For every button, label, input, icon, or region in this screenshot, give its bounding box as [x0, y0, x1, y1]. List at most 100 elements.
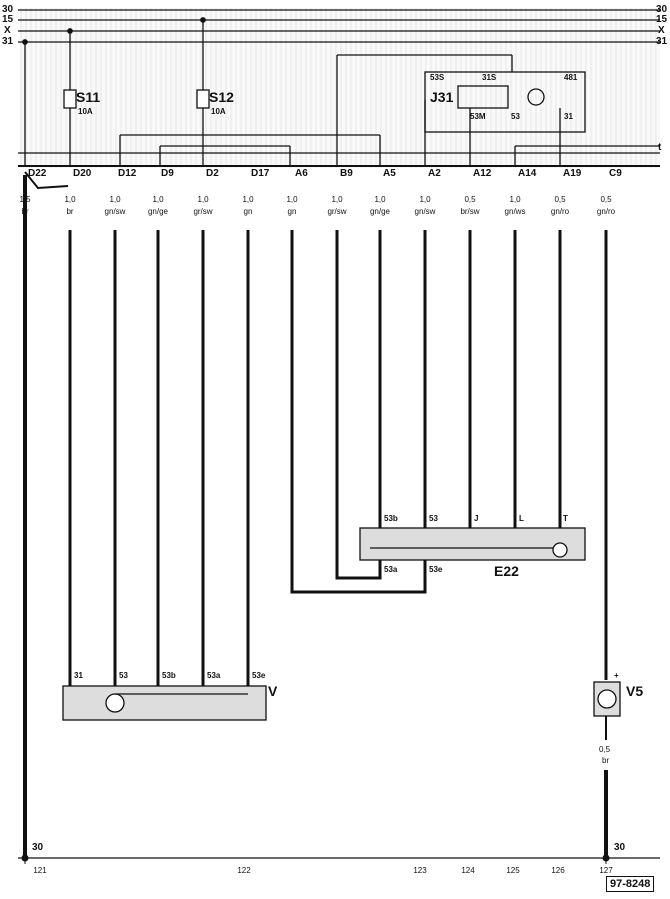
pump-v5-wire-color: br — [602, 756, 610, 765]
relay-j31-label: J31 — [430, 89, 454, 105]
connector-pin-a19: A19 — [563, 168, 582, 179]
bus-label-15-left: 15 — [2, 14, 14, 25]
connector-pin-c9: C9 — [609, 168, 622, 179]
column-number: 122 — [237, 866, 251, 875]
pump-v5-label: V5 — [626, 683, 644, 699]
wire-color-a2: gn/sw — [414, 207, 436, 216]
connector-pin-a5: A5 — [383, 168, 396, 179]
relay-terminal-31: 31 — [564, 112, 573, 121]
bus-label-x-left: X — [4, 25, 11, 36]
wire-size-c9: 0,5 — [600, 195, 612, 204]
e22-terminal-53e: 53e — [429, 565, 443, 574]
e22-terminal-l: L — [519, 514, 524, 523]
column-number: 121 — [33, 866, 47, 875]
wire-size-a5: 1,0 — [374, 195, 386, 204]
ground-label-left: 30 — [32, 842, 44, 853]
wire-size-d2: 1,0 — [197, 195, 209, 204]
bus-label-31-left: 31 — [2, 36, 14, 47]
e22-terminal-t: T — [563, 514, 568, 523]
motor-v-symbol — [105, 693, 125, 713]
fuse-s11-rating: 10A — [78, 107, 93, 116]
wire-size-d20: 1,0 — [64, 195, 76, 204]
wire-color-d20: br — [66, 207, 74, 216]
relay-terminal-53m: 53M — [470, 112, 486, 121]
wire-color-a6: gn — [287, 207, 297, 216]
wire-a6 — [290, 230, 427, 594]
column-number: 125 — [506, 866, 520, 875]
motor-v-terminal-53: 53 — [119, 671, 128, 680]
wire-color-a19: gn/ro — [550, 207, 570, 216]
connector-pin-a14: A14 — [518, 168, 537, 179]
wire-size-a19: 0,5 — [554, 195, 566, 204]
fuse-s11-label: S11 — [76, 89, 101, 105]
e22-terminal-j: J — [474, 514, 479, 523]
connector-pin-a12: A12 — [473, 168, 492, 179]
bus-label-30-right: 30 — [656, 4, 668, 15]
wire-size-a12: 0,5 — [464, 195, 476, 204]
relay-terminal-31s: 31S — [482, 73, 497, 82]
wire-color-d17: gn — [243, 207, 253, 216]
motor-v-box — [62, 685, 267, 721]
wire-size-a6: 1,0 — [286, 195, 298, 204]
connector-pin-d2: D2 — [206, 168, 219, 179]
e22-terminal-53a: 53a — [384, 565, 398, 574]
switch-e22-label: E22 — [494, 563, 519, 579]
switch-e22-box — [359, 527, 586, 561]
column-number: 126 — [551, 866, 565, 875]
relay-j31-k-symbol — [527, 88, 545, 106]
motor-v-terminal-53b: 53b — [162, 671, 176, 680]
wire-size-a14: 1,0 — [509, 195, 521, 204]
fuse-s12-rating: 10A — [211, 107, 226, 116]
connector-pin-d17: D17 — [251, 168, 270, 179]
wire-color-d9: gn/ge — [147, 207, 169, 216]
wire-b9 — [335, 230, 382, 580]
connector-pin-d12: D12 — [118, 168, 137, 179]
column-number: 123 — [413, 866, 427, 875]
wire-size-d17: 1,0 — [242, 195, 254, 204]
bus-right-tag: t — [658, 142, 662, 153]
document-id: 97-8248 — [606, 876, 655, 892]
wire-size-b9: 1,0 — [331, 195, 343, 204]
wire-color-d2: gr/sw — [193, 207, 213, 216]
pump-v5-wire-size: 0,5 — [599, 745, 611, 754]
connector-pin-a6: A6 — [295, 168, 308, 179]
column-number: 127 — [599, 866, 613, 875]
wire-color-a14: gn/ws — [504, 207, 526, 216]
bus-label-x-right: X — [658, 25, 665, 36]
connector-pin-a2: A2 — [428, 168, 441, 179]
bus-31-node — [22, 39, 28, 45]
wire-color-b9: gr/sw — [327, 207, 347, 216]
wire-color-d12: gn/sw — [104, 207, 126, 216]
relay-terminal-53: 53 — [511, 112, 520, 121]
pump-v5-symbol — [597, 689, 617, 709]
bus-label-30-left: 30 — [2, 4, 14, 15]
e22-terminal-53b: 53b — [384, 514, 398, 523]
wire-color-a5: gn/ge — [369, 207, 391, 216]
relay-terminal-53s: 53S — [430, 73, 445, 82]
column-number: 124 — [461, 866, 475, 875]
relay-terminal-481: 481 — [564, 73, 578, 82]
fuse-s12-label: S12 — [209, 89, 234, 105]
d22-bend — [24, 171, 69, 190]
wire-size-d22: 1,5 — [19, 195, 31, 204]
bus-label-31-right: 31 — [656, 36, 668, 47]
relay-j31-inner — [457, 85, 509, 109]
connector-pin-d9: D9 — [161, 168, 174, 179]
fuse-s12-body — [196, 89, 210, 109]
fuse-s11-node — [67, 28, 73, 34]
e22-terminal-53: 53 — [429, 514, 438, 523]
switch-e22-symbol — [552, 542, 568, 558]
connector-pin-b9: B9 — [340, 168, 353, 179]
pump-v5-plus: + — [614, 671, 619, 680]
wire-color-d22: br — [21, 207, 29, 216]
wire-color-c9: gn/ro — [596, 207, 616, 216]
motor-v-label: V — [268, 683, 278, 699]
bus-label-15-right: 15 — [656, 14, 668, 25]
wire-size-d9: 1,0 — [152, 195, 164, 204]
wire-size-a2: 1,0 — [419, 195, 431, 204]
connector-pin-d20: D20 — [73, 168, 92, 179]
wire-size-d12: 1,0 — [109, 195, 121, 204]
ground-label-right: 30 — [614, 842, 626, 853]
wire-color-a12: br/sw — [460, 207, 480, 216]
